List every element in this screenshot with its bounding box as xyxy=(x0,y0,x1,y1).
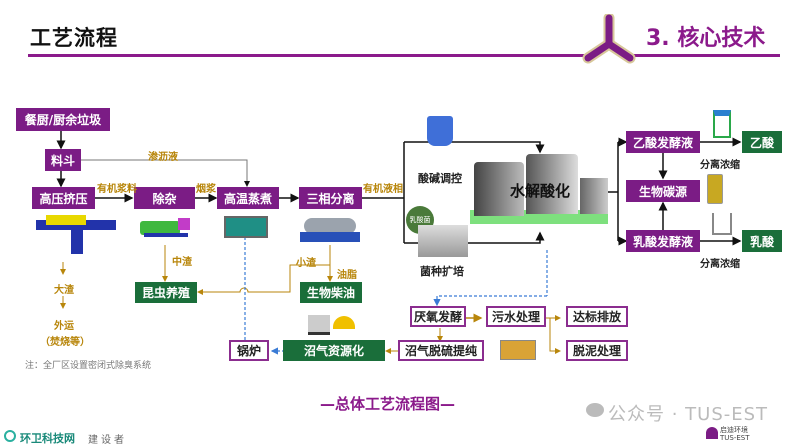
node-lactic-fermentation: 乳酸发酵液 xyxy=(626,230,700,252)
culture-tanks-icon xyxy=(418,225,468,257)
label-organic-liquid: 有机液相 xyxy=(363,184,403,195)
node-biogas-desulfurization: 沼气脱硫提纯 xyxy=(398,340,484,361)
label-leachate: 渗沥液 xyxy=(148,152,178,163)
header-divider-right xyxy=(620,54,780,57)
node-hydrolysis-acidification: 水解酸化 xyxy=(510,182,571,200)
label-organic-slurry: 有机浆料 xyxy=(97,184,137,195)
node-boiler: 锅炉 xyxy=(229,340,269,361)
tus-logo-cn: 启迪环境 xyxy=(720,426,748,434)
node-impurity-removal: 除杂 xyxy=(134,187,195,209)
node-high-pressure-extrusion: 高压挤压 xyxy=(32,187,95,209)
label-separation-concentration-2: 分离浓缩 xyxy=(700,259,740,270)
label-large-residue: 大渣 xyxy=(54,285,74,296)
impurity-separator-icon xyxy=(140,218,192,240)
concentrator-icon xyxy=(713,110,731,138)
label-acid-base-control: 酸碱调控 xyxy=(418,172,462,185)
node-bio-carbon-source: 生物碳源 xyxy=(626,180,700,202)
footer-brand: 环卫科技网 xyxy=(20,432,75,445)
node-compliant-discharge: 达标排放 xyxy=(566,306,628,327)
watermark: 公众号 · TUS-EST xyxy=(608,404,769,425)
wastewater-tank-icon xyxy=(500,340,536,360)
node-wastewater-treatment: 污水处理 xyxy=(486,306,546,327)
label-strain-culture: 菌种扩培 xyxy=(420,265,464,278)
header-divider xyxy=(28,54,588,57)
hydrolysis-tanks-icon xyxy=(470,150,610,230)
node-anaerobic-fermentation: 厌氧发酵 xyxy=(410,306,466,327)
node-three-phase-separation: 三相分离 xyxy=(299,187,362,209)
carbon-source-jar-icon xyxy=(707,174,723,204)
cooker-icon xyxy=(224,216,268,238)
decanter-centrifuge-icon xyxy=(300,216,360,244)
biogas-plant-icon xyxy=(308,315,330,335)
extruder-machine-icon xyxy=(36,212,116,256)
node-sludge-dewatering: 脱泥处理 xyxy=(566,340,628,361)
tripod-logo-icon xyxy=(582,14,636,64)
label-paste: 烟浆 xyxy=(196,184,216,195)
node-high-temp-cooking: 高温蒸煮 xyxy=(217,187,279,209)
node-insect-farming: 昆虫养殖 xyxy=(135,282,197,303)
label-separation-concentration-1: 分离浓缩 xyxy=(700,160,740,171)
brand-logo-icon xyxy=(4,430,16,442)
node-lactic-acid: 乳酸 xyxy=(742,230,782,252)
diagram-caption: —总体工艺流程图— xyxy=(320,395,456,413)
node-acetic-fermentation: 乙酸发酵液 xyxy=(626,131,700,153)
label-small-residue: 小渣 xyxy=(296,258,316,269)
tus-logo-icon xyxy=(706,427,718,439)
label-incineration: （焚烧等） xyxy=(40,337,90,348)
node-biodiesel: 生物柴油 xyxy=(300,282,362,303)
node-acetic-acid: 乙酸 xyxy=(742,131,782,153)
page-title: 工艺流程 xyxy=(30,26,118,50)
evaporator-icon xyxy=(712,213,732,235)
acid-base-tank-icon xyxy=(427,116,453,146)
footnote: 注：全厂区设置密闭式除臭系统 xyxy=(25,361,152,371)
node-kitchen-waste: 餐厨/厨余垃圾 xyxy=(16,108,110,131)
gas-holder-icon xyxy=(333,316,355,329)
footer-builder: 建设者 xyxy=(88,435,127,446)
section-title: 3. 核心技术 xyxy=(646,26,766,51)
node-biogas-utilization: 沼气资源化 xyxy=(283,340,385,361)
tus-logo-en: TUS-EST xyxy=(720,434,750,442)
tus-logo-text: 启迪环境 TUS-EST xyxy=(720,426,750,442)
label-grease: 油脂 xyxy=(337,270,357,281)
node-hopper: 料斗 xyxy=(45,149,81,171)
label-outbound: 外运 xyxy=(54,321,74,332)
label-medium-residue: 中渣 xyxy=(172,257,192,268)
wechat-icon xyxy=(586,403,604,417)
